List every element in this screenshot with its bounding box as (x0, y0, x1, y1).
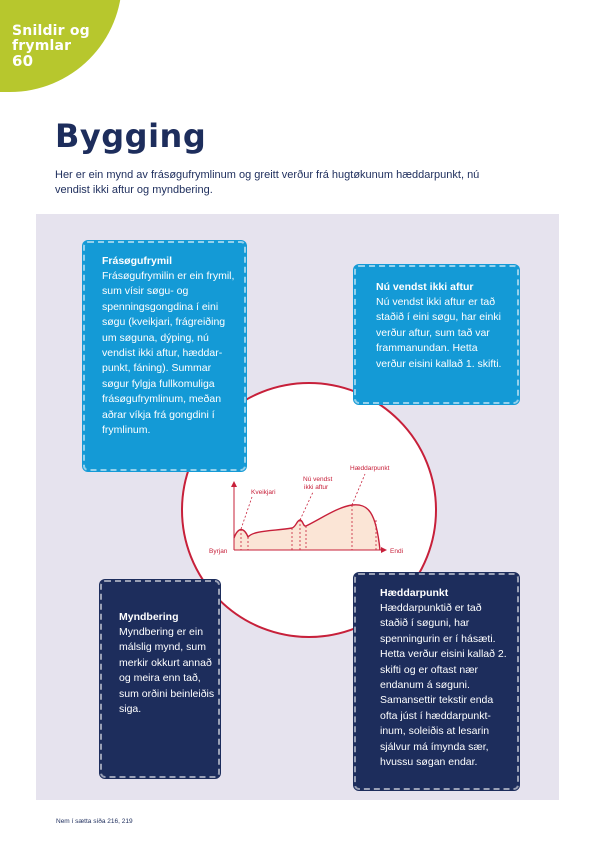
section-title-line2: frymlar (12, 38, 72, 54)
box-frasogufrymil: Frásøgufrymil Frásøgufrymilin er ein fry… (82, 240, 247, 472)
section-label: Snildir og frymlar 60 (12, 24, 112, 69)
section-title-line1: Snildir og (12, 23, 90, 39)
box-frasogufrymil-body: Frásøgufrymilin er ein frymil, sum vísir… (102, 270, 235, 437)
label-peak: Hæddarpunkt (350, 465, 390, 472)
box-haeddarpunkt-heading: Hæddarpunkt (380, 587, 449, 599)
arc-fill (234, 504, 380, 550)
box-frasogufrymil-heading: Frásøgufrymil (102, 255, 173, 267)
footer-reference: Nem í sætta síða 216, 219 (56, 818, 133, 825)
box-myndbering: Myndbering Myndbering er ein málslig myn… (99, 579, 221, 779)
leader-turn (299, 491, 314, 521)
label-trigger: Kveikjari (251, 489, 276, 496)
section-number: 60 (12, 52, 34, 70)
leader-peak (351, 473, 366, 506)
label-turn-line1: Nú vendst (303, 476, 332, 483)
box-myndbering-body: Myndbering er ein málslig mynd, sum merk… (119, 626, 215, 716)
box-haeddarpunkt-body: Hæddarpunktið er tað staðið í søguni, ha… (380, 602, 507, 769)
intro-text: Her er ein mynd av frásøgufrymlinum og g… (55, 169, 480, 196)
box-nu-vendst: Nú vendst ikki aftur Nú vendst ikki aftu… (353, 264, 520, 405)
box-haeddarpunkt: Hæddarpunkt Hæddarpunktið er tað staðið … (353, 572, 520, 791)
label-end: Endi (390, 548, 403, 555)
box-myndbering-heading: Myndbering (119, 611, 179, 623)
leader-trigger (240, 496, 253, 530)
page-title: Bygging (55, 117, 207, 155)
box-nu-vendst-body: Nú vendst ikki aftur er tað staðið í ein… (376, 296, 502, 370)
label-start: Byrjan (209, 548, 228, 555)
box-nu-vendst-heading: Nú vendst ikki aftur (376, 281, 474, 293)
label-turn-line2: ikki aftur (304, 484, 329, 491)
